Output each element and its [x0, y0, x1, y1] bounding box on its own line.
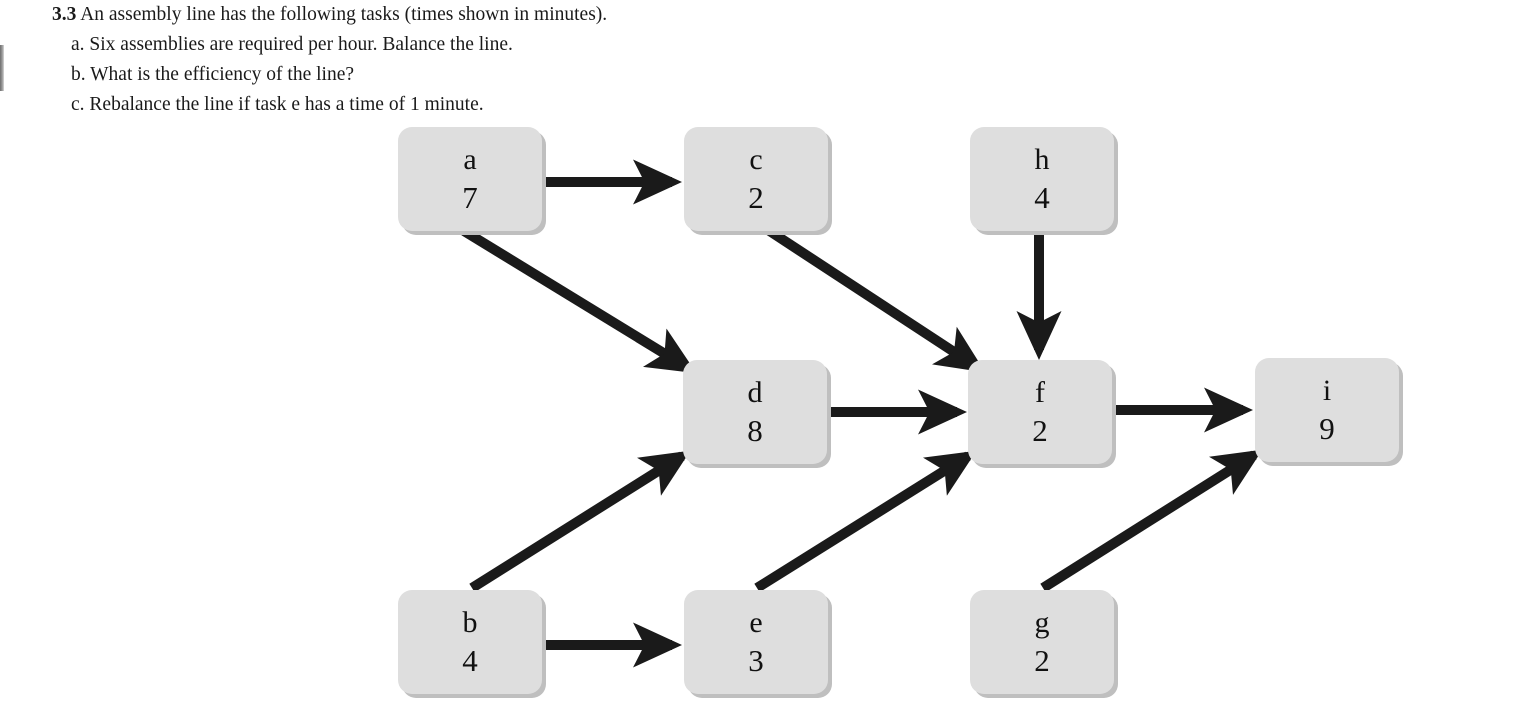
node-e[interactable]: e 3 — [684, 590, 828, 694]
node-a-time: 7 — [462, 180, 478, 215]
node-f[interactable]: f 2 — [968, 360, 1112, 464]
node-f-task: f — [1035, 376, 1045, 409]
node-d-time: 8 — [747, 413, 763, 448]
node-b[interactable]: b 4 — [398, 590, 542, 694]
problem-part-b: b. What is the efficiency of the line? — [71, 64, 355, 85]
node-a-task: a — [463, 143, 477, 176]
node-i[interactable]: i 9 — [1255, 358, 1399, 462]
node-d-task: d — [747, 376, 763, 409]
problem-part-c: c. Rebalance the line if task e has a ti… — [71, 94, 484, 115]
node-g-task: g — [1034, 606, 1050, 639]
problem-number: 3.3 — [52, 4, 77, 25]
problem-part-a: a. Six assemblies are required per hour.… — [71, 34, 513, 55]
node-h[interactable]: h 4 — [970, 127, 1114, 231]
node-i-time: 9 — [1319, 411, 1335, 446]
node-d[interactable]: d 8 — [683, 360, 827, 464]
edge-g-i — [1040, 449, 1263, 593]
node-e-task: e — [749, 606, 763, 639]
node-e-time: 3 — [748, 643, 764, 678]
node-h-time: 4 — [1034, 180, 1050, 215]
problem-statement-line: 3.3 An assembly line has the following t… — [0, 0, 900, 30]
node-c[interactable]: c 2 — [684, 127, 828, 231]
node-b-task: b — [462, 606, 478, 639]
edge-e-f — [754, 450, 977, 593]
edge-c-f — [762, 223, 986, 373]
node-b-time: 4 — [462, 643, 478, 678]
node-g-time: 2 — [1034, 643, 1050, 678]
node-i-task: i — [1322, 374, 1332, 407]
edge-a-d — [461, 226, 697, 374]
node-a[interactable]: a 7 — [398, 127, 542, 231]
node-f-time: 2 — [1032, 413, 1048, 448]
problem-statement: An assembly line has the following tasks… — [80, 4, 608, 25]
node-c-task: c — [749, 143, 763, 176]
node-c-time: 2 — [748, 180, 764, 215]
edge-b-d — [469, 450, 691, 593]
page-edge-artifact — [0, 45, 4, 91]
node-g[interactable]: g 2 — [970, 590, 1114, 694]
problem-text-block: 3.3 An assembly line has the following t… — [0, 0, 900, 120]
node-h-task: h — [1034, 143, 1050, 176]
